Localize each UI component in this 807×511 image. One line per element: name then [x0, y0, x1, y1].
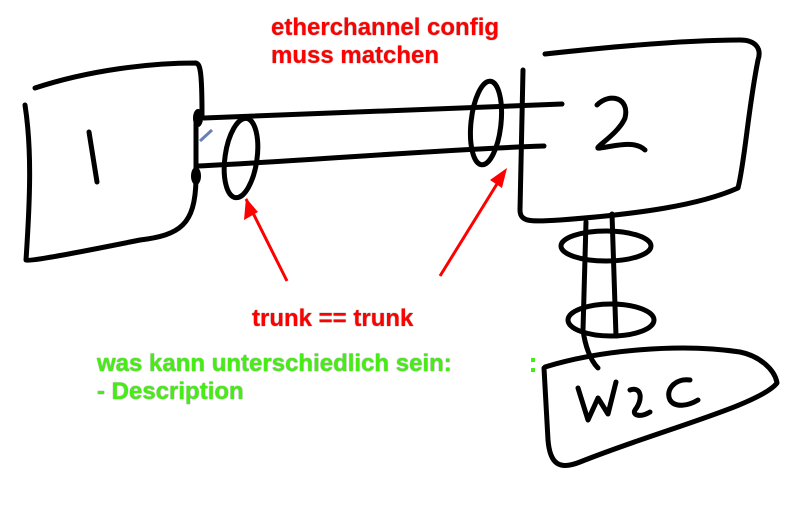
wlc-label-glyph-l	[627, 386, 653, 418]
bundle-ring-top	[558, 228, 654, 264]
annotation-etherchannel-line2: muss matchen	[271, 42, 440, 69]
wlc	[541, 345, 780, 468]
switch-2	[517, 37, 762, 224]
etherchannel-1-2	[195, 78, 565, 201]
switch-2-label-glyph	[594, 95, 648, 153]
port-dot-top	[193, 109, 203, 127]
annotation-differences-line1: was kann unterschiedlich sein:	[97, 350, 452, 377]
port-dot-bottom	[191, 167, 201, 185]
selection-handle[interactable]	[531, 358, 535, 362]
arrow-right-shaft	[438, 170, 507, 277]
annotation-etherchannel-line1: etherchannel config	[271, 14, 500, 41]
annotation-etherchannel: etherchannel config muss matchen	[271, 14, 499, 70]
wlc-label-glyph-c	[666, 377, 701, 408]
switch-2-outline	[517, 37, 762, 224]
etherchannel-2-wlc	[558, 211, 657, 371]
selection-handle[interactable]	[531, 368, 535, 372]
bundle-ring-left	[221, 115, 261, 201]
link-right	[609, 211, 619, 339]
switch-1-outline	[22, 60, 205, 263]
annotation-differences-line2: - Description	[97, 378, 244, 405]
annotation-trunk-text: trunk == trunk	[252, 305, 414, 332]
annotation-trunk: trunk == trunk	[252, 305, 413, 333]
link-lower	[195, 143, 547, 169]
link-left	[580, 219, 601, 371]
wlc-outline	[541, 345, 780, 468]
arrow-right-head	[490, 168, 507, 188]
switch-1-label-glyph	[86, 129, 100, 185]
bundle-ring-bottom	[565, 301, 657, 339]
switch-1	[22, 60, 214, 263]
pen-mark	[198, 128, 214, 143]
annotation-differences: was kann unterschiedlich sein: - Descrip…	[97, 350, 452, 406]
link-upper	[201, 101, 565, 121]
bundle-ring-right	[467, 78, 505, 168]
annotation-arrows	[244, 168, 507, 282]
wlc-label-glyph-w	[575, 379, 619, 423]
arrow-left-head	[244, 198, 258, 220]
